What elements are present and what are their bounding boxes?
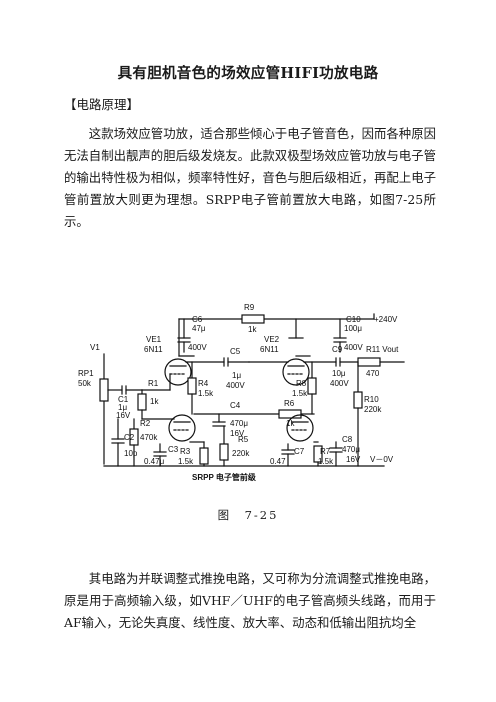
schematic-label-r7-value: 1.5k <box>318 457 334 466</box>
schematic-label-c9-value: 10μ <box>332 369 346 378</box>
circuit-schematic: R9 1k C6 47μ 400V C10 100μ 400V +240V VE… <box>78 303 405 482</box>
schematic-label-c1-rating: 16V <box>116 411 131 420</box>
schematic-label-c10-rating: 400V <box>344 343 363 352</box>
schematic-label-ve1: VE1 <box>146 335 162 344</box>
schematic-label-c4: C4 <box>230 401 241 410</box>
schematic-label-ve2: VE2 <box>264 335 280 344</box>
schematic-label-c8-value: 470μ <box>342 445 360 454</box>
schematic-label-r7: R7 <box>320 447 331 456</box>
schematic-label-r11-value: 470 <box>366 369 380 378</box>
paragraph-intro: 这款场效应管功放，适合那些倾心于电子管音色，因而各种原因无法自制出靓声的胆后级发… <box>64 126 436 229</box>
schematic-label-c5-value: 1μ <box>232 371 241 380</box>
schematic-label-c5: C5 <box>230 347 241 356</box>
figure-caption: 图 7-25 <box>217 508 279 522</box>
schematic-label-c2: C2 <box>124 433 135 442</box>
schematic-label-r8: R8 <box>296 379 307 388</box>
schematic-label-c1: C1 <box>118 395 129 404</box>
schematic-label-r4-value: 1.5k <box>198 389 214 398</box>
schematic-label-r9: R9 <box>244 303 255 312</box>
schematic-label-r6-value: 1k <box>286 419 295 428</box>
schematic-label-c6-rating: 400V <box>188 343 207 352</box>
schematic-label-c8: C8 <box>342 435 353 444</box>
schematic-label-c1-value: 1μ <box>118 403 127 412</box>
schematic-label-r5-value: 220k <box>232 449 250 458</box>
schematic-label-r6: R6 <box>284 399 295 408</box>
schematic-title: SRPP 电子管前级 <box>192 472 257 482</box>
schematic-label-r1: R1 <box>148 379 159 388</box>
schematic-label-r5: R5 <box>238 435 249 444</box>
schematic-supply-ground: V－0V <box>370 455 394 464</box>
schematic-labels: R9 1k C6 47μ 400V C10 100μ 400V +240V VE… <box>78 303 399 482</box>
schematic-label-c3-value: 0.47μ <box>144 457 165 466</box>
schematic-label-c7-value: 0.47 <box>270 457 286 466</box>
schematic-label-r9-value: 1k <box>248 325 257 334</box>
schematic-label-c10: C10 <box>346 315 361 324</box>
document-title: 具有胆机音色的场效应管HIFI功放电路 <box>117 65 379 82</box>
schematic-label-r10-value: 220k <box>364 405 382 414</box>
schematic-supply-positive: +240V <box>374 315 398 324</box>
schematic-label-rp1-value: 50k <box>78 379 92 388</box>
schematic-label-ve2-type: 6N11 <box>260 345 279 354</box>
schematic-label-r1-value: 1k <box>150 397 159 406</box>
schematic-label-c5-rating: 400V <box>226 381 245 390</box>
schematic-label-c9-rating: 400V <box>330 379 349 388</box>
schematic-label-ve1-type: 6N11 <box>144 345 163 354</box>
schematic-label-r4: R4 <box>198 379 209 388</box>
schematic-label-c3: C3 <box>168 445 179 454</box>
schematic-label-c2-value: 10p <box>124 449 138 458</box>
schematic-label-c7: C7 <box>294 447 305 456</box>
schematic-wires <box>99 313 405 467</box>
schematic-label-rp1: RP1 <box>78 369 94 378</box>
schematic-label-c8-rating: 16V <box>346 455 361 464</box>
schematic-label-r10: R10 <box>364 395 379 404</box>
paragraph-circuit-description: 其电路为并联调整式推挽电路，又可称为分流调整式推挽电路，原是用于高频输入级，如V… <box>64 571 436 630</box>
schematic-output: R11 Vout <box>366 345 399 354</box>
schematic-label-r8-value: 1.5k <box>292 389 308 398</box>
schematic-label-r2: R2 <box>140 419 151 428</box>
schematic-label-c4-rating: 16V <box>230 429 245 438</box>
section-heading: 【电路原理】 <box>64 97 140 112</box>
schematic-label-r2-value: 470k <box>140 433 158 442</box>
circuit-schematic-figure: R9 1k C6 47μ 400V C10 100μ 400V +240V VE… <box>74 294 424 494</box>
schematic-label-c6: C6 <box>192 315 203 324</box>
schematic-label-c6-value: 47μ <box>192 324 206 333</box>
schematic-label-c10-value: 100μ <box>344 324 362 333</box>
schematic-label-v1: V1 <box>90 343 100 352</box>
schematic-label-r3-value: 1.5k <box>178 457 194 466</box>
schematic-label-c4-value: 470μ <box>230 419 248 428</box>
schematic-label-c9: C9 <box>332 345 343 354</box>
schematic-label-r3: R3 <box>180 447 191 456</box>
